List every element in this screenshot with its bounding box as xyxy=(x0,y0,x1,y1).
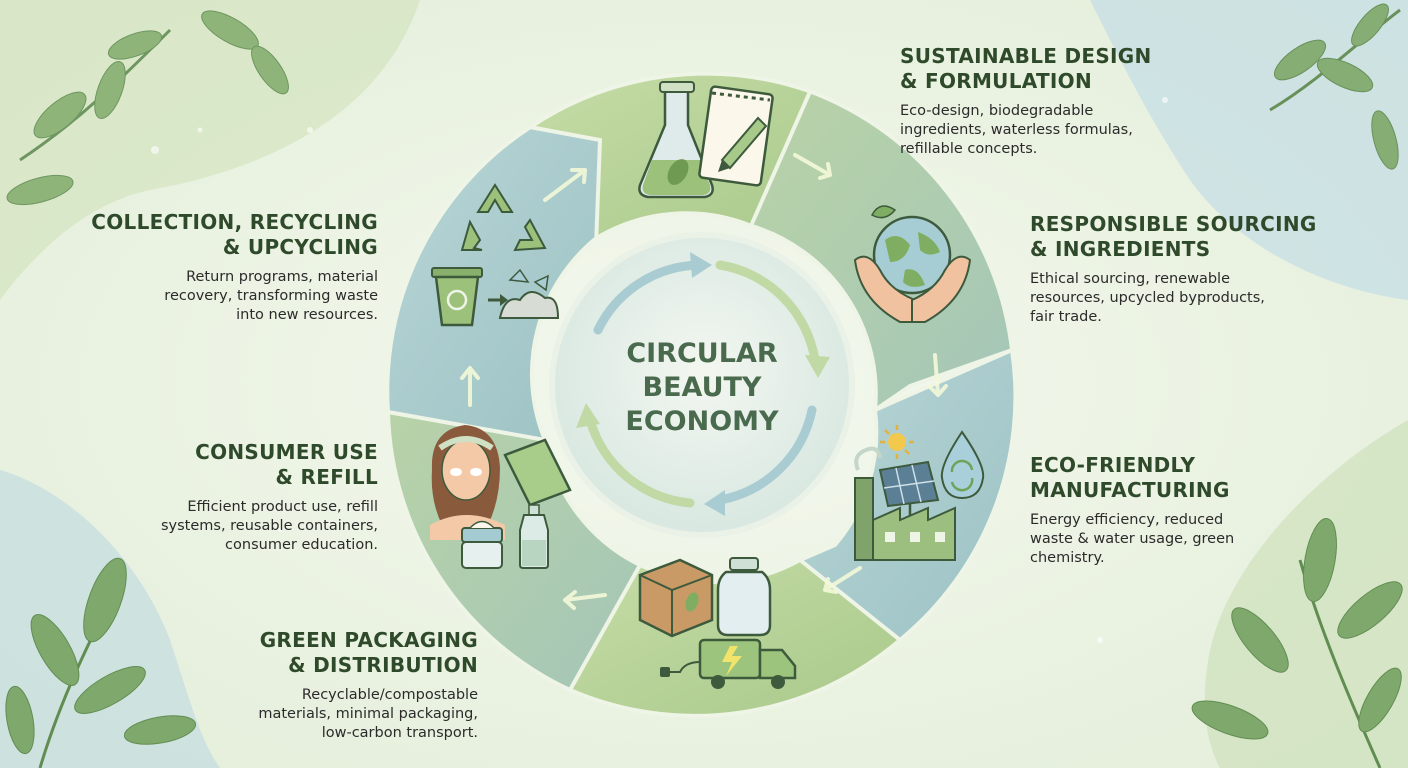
stage-desc-line: Energy efficiency, reduced xyxy=(1030,511,1234,530)
stage-description: Efficient product use, refill systems, r… xyxy=(161,498,378,555)
stage-desc-line: fair trade. xyxy=(1030,308,1317,327)
stage-desc-line: low-carbon transport. xyxy=(258,724,478,743)
stage-desc-line: Ethical sourcing, renewable xyxy=(1030,270,1317,289)
stage-title-line: CONSUMER USE xyxy=(161,440,378,465)
box-icon xyxy=(640,560,712,636)
stage-green-packaging: GREEN PACKAGING & DISTRIBUTION Recyclabl… xyxy=(258,628,478,743)
stage-title-line: COLLECTION, RECYCLING xyxy=(91,210,378,235)
stage-desc-line: waste & water usage, green xyxy=(1030,530,1234,549)
stage-title-line: ECO-FRIENDLY xyxy=(1030,453,1234,478)
stage-desc-line: Efficient product use, refill xyxy=(161,498,378,517)
stage-desc-line: resources, upcycled byproducts, xyxy=(1030,289,1317,308)
stage-collection-recycling: COLLECTION, RECYCLING & UPCYCLING Return… xyxy=(91,210,378,325)
cream-jar-icon xyxy=(462,522,502,569)
stage-title-line: & INGREDIENTS xyxy=(1030,237,1317,262)
stage-desc-line: Return programs, material xyxy=(91,268,378,287)
stage-title-line: SUSTAINABLE DESIGN xyxy=(900,44,1152,69)
stage-desc-line: refillable concepts. xyxy=(900,140,1152,159)
stage-description: Energy efficiency, reduced waste & water… xyxy=(1030,511,1234,568)
stage-title: GREEN PACKAGING & DISTRIBUTION xyxy=(258,628,478,678)
stage-title-line: RESPONSIBLE SOURCING xyxy=(1030,212,1317,237)
stage-title-line: & DISTRIBUTION xyxy=(258,653,478,678)
stage-description: Return programs, material recovery, tran… xyxy=(91,268,378,325)
stage-desc-line: materials, minimal packaging, xyxy=(258,705,478,724)
stage-desc-line: consumer education. xyxy=(161,536,378,555)
stage-desc-line: into new resources. xyxy=(91,306,378,325)
stage-description: Eco-design, biodegradable ingredients, w… xyxy=(900,102,1152,159)
center-title-line-1: CIRCULAR xyxy=(626,338,777,369)
stage-sustainable-design: SUSTAINABLE DESIGN & FORMULATION Eco-des… xyxy=(900,44,1152,159)
stage-title-line: & REFILL xyxy=(161,465,378,490)
stage-title-line: & UPCYCLING xyxy=(91,235,378,260)
stage-title: ECO-FRIENDLY MANUFACTURING xyxy=(1030,453,1234,503)
stage-desc-line: chemistry. xyxy=(1030,549,1234,568)
stage-title: CONSUMER USE & REFILL xyxy=(161,440,378,490)
stage-title-line: & FORMULATION xyxy=(900,69,1152,94)
bottle-icon xyxy=(520,505,548,568)
stage-title: RESPONSIBLE SOURCING & INGREDIENTS xyxy=(1030,212,1317,262)
stage-description: Ethical sourcing, renewable resources, u… xyxy=(1030,270,1317,327)
center-title-line-2: BEAUTY xyxy=(643,372,762,403)
stage-title-line: MANUFACTURING xyxy=(1030,478,1234,503)
stage-desc-line: Eco-design, biodegradable xyxy=(900,102,1152,121)
stage-title: COLLECTION, RECYCLING & UPCYCLING xyxy=(91,210,378,260)
stage-desc-line: recovery, transforming waste xyxy=(91,287,378,306)
stage-consumer-use: CONSUMER USE & REFILL Efficient product … xyxy=(161,440,378,555)
stage-title-line: GREEN PACKAGING xyxy=(258,628,478,653)
stage-eco-manufacturing: ECO-FRIENDLY MANUFACTURING Energy effici… xyxy=(1030,453,1234,568)
center-title-line-3: ECONOMY xyxy=(625,406,779,437)
notepad-pencil-icon xyxy=(699,86,773,186)
stage-desc-line: ingredients, waterless formulas, xyxy=(900,121,1152,140)
stage-responsible-sourcing: RESPONSIBLE SOURCING & INGREDIENTS Ethic… xyxy=(1030,212,1317,327)
stage-desc-line: systems, reusable containers, xyxy=(161,517,378,536)
stage-description: Recyclable/compostable materials, minima… xyxy=(258,686,478,743)
stage-title: SUSTAINABLE DESIGN & FORMULATION xyxy=(900,44,1152,94)
stage-desc-line: Recyclable/compostable xyxy=(258,686,478,705)
